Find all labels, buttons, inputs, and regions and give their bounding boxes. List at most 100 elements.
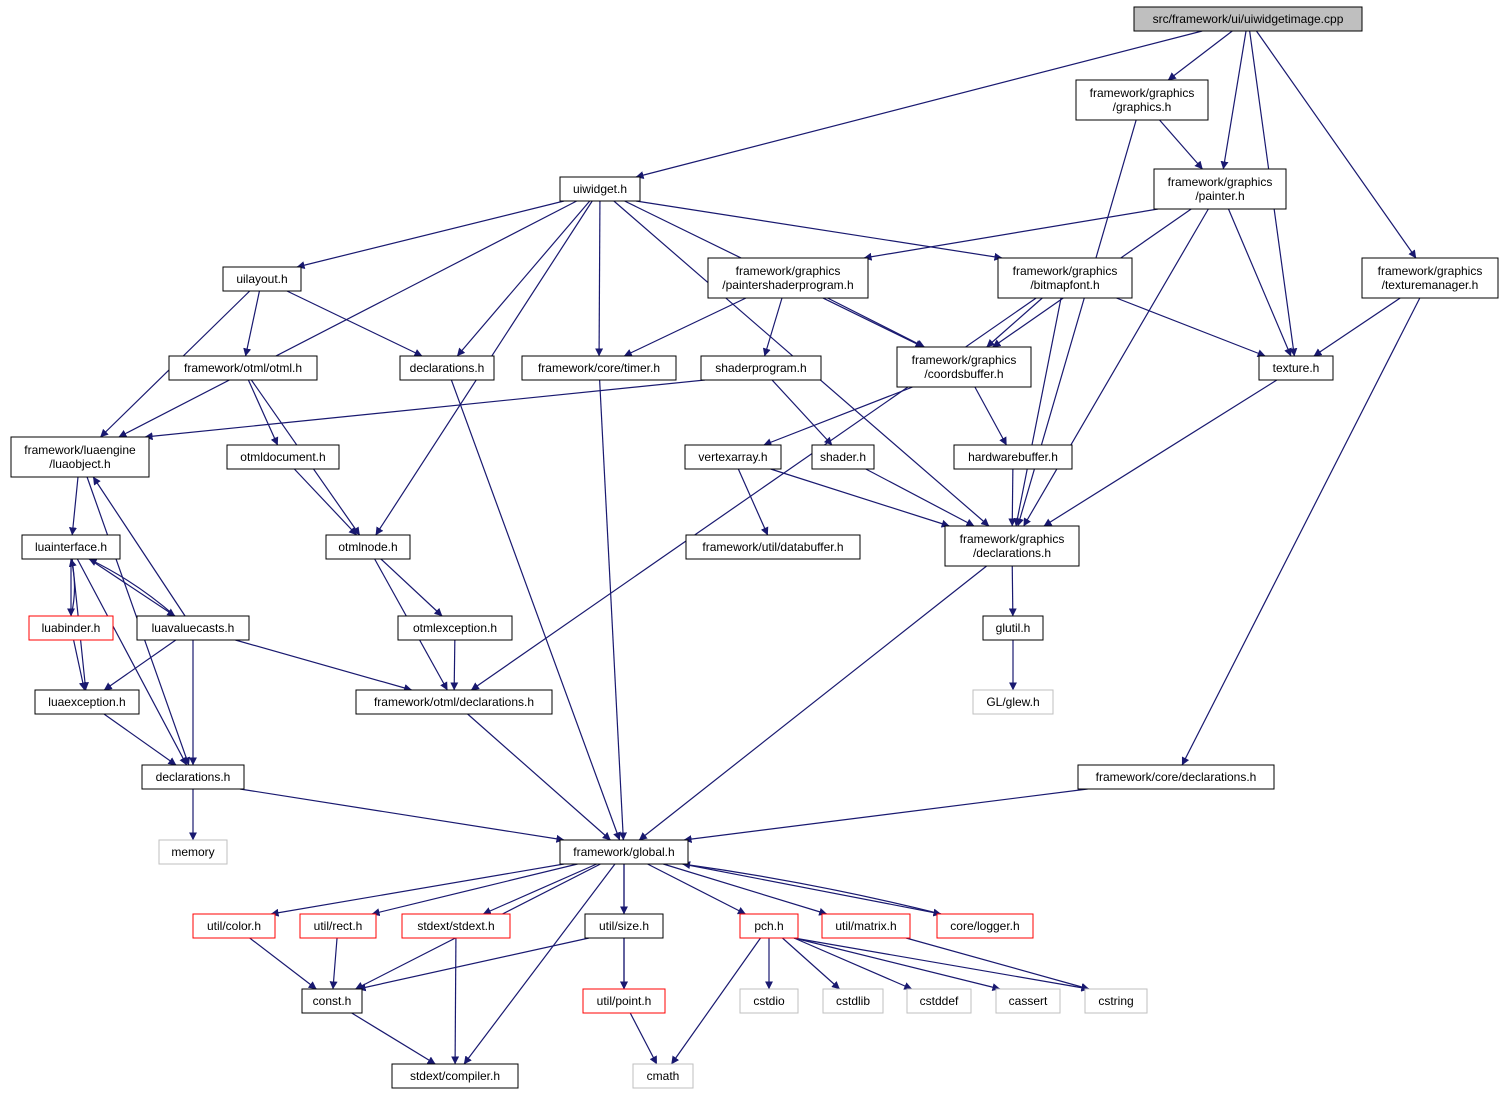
node-box [299, 913, 377, 939]
node-box [222, 266, 302, 292]
node-box [10, 436, 150, 478]
node-color-h[interactable]: util/color.h [192, 913, 276, 939]
node-box [168, 355, 318, 381]
node-luavaluecasts-h[interactable]: luavaluecasts.h [136, 615, 250, 641]
edge-paintershaderprogram_h-to-coordsbuffer_h [827, 297, 925, 348]
node-otml-h[interactable]: framework/otml/otml.h [168, 355, 318, 381]
node-otmldocument-h[interactable]: otmldocument.h [226, 444, 340, 470]
node-label: util/color.h [207, 919, 261, 933]
node-label: uiwidget.h [573, 182, 627, 196]
node-lua-declarations-h[interactable]: declarations.h [141, 764, 245, 790]
node-label: framework/graphics [1013, 264, 1118, 278]
node-texture-h[interactable]: texture.h [1258, 355, 1334, 381]
node-global-h[interactable]: framework/global.h [559, 839, 689, 865]
node-pch-h[interactable]: pch.h [739, 913, 799, 939]
edge-otmlnode_h-to-otmlexception_h [380, 558, 443, 617]
node-const-h[interactable]: const.h [301, 988, 363, 1014]
node-box [944, 525, 1080, 567]
edge-bitmapfont_h-to-texture_h [1116, 297, 1266, 357]
node-label: /graphics.h [1113, 100, 1172, 114]
node-compiler-h[interactable]: stdext/compiler.h [391, 1063, 519, 1089]
node-glutil-h[interactable]: glutil.h [982, 615, 1044, 641]
node-box [559, 839, 689, 865]
edge-global_h-to-compiler_h [463, 863, 616, 1065]
node-shader-h[interactable]: shader.h [811, 444, 875, 470]
edge-otmldocument_h-to-otmlnode_h [293, 468, 358, 536]
edge-shaderprogram_h-to-shader_h [771, 379, 833, 446]
node-cmath: cmath [632, 1063, 694, 1089]
node-hardwarebuffer-h[interactable]: hardwarebuffer.h [953, 444, 1073, 470]
node-point-h[interactable]: util/point.h [582, 988, 666, 1014]
edge-otml_h-to-otmldocument_h [247, 379, 279, 446]
node-graphics-h[interactable]: framework/graphics/graphics.h [1075, 79, 1209, 121]
node-box [739, 913, 799, 939]
node-luabinder-h[interactable]: luabinder.h [28, 615, 114, 641]
node-declarations-ui-h[interactable]: declarations.h [399, 355, 495, 381]
node-otmlnode-h[interactable]: otmlnode.h [325, 534, 411, 560]
node-label: cassert [1009, 994, 1048, 1008]
node-box [821, 913, 911, 939]
node-label: /painter.h [1195, 189, 1244, 203]
node-painter-h[interactable]: framework/graphics/painter.h [1153, 168, 1287, 210]
node-uiwidget-h[interactable]: uiwidget.h [559, 176, 641, 202]
node-label: memory [171, 845, 214, 859]
node-shaderprogram-h[interactable]: shaderprogram.h [700, 355, 822, 381]
node-box [995, 988, 1061, 1014]
node-coordsbuffer-h[interactable]: framework/graphics/coordsbuffer.h [896, 346, 1032, 388]
node-cassert: cassert [995, 988, 1061, 1014]
node-matrix-h[interactable]: util/matrix.h [821, 913, 911, 939]
node-uilayout-h[interactable]: uilayout.h [222, 266, 302, 292]
node-box [391, 1063, 519, 1089]
edge-coordsbuffer_h-to-hardwarebuffer_h [974, 386, 1007, 446]
node-box [972, 689, 1054, 715]
node-rect-h[interactable]: util/rect.h [299, 913, 377, 939]
edge-size_h-to-const_h [357, 937, 590, 992]
node-otmlexception-h[interactable]: otmlexception.h [397, 615, 513, 641]
edge-luavaluecasts_h-to-luaobject_h [92, 476, 186, 617]
node-label: core/logger.h [950, 919, 1019, 933]
node-box [192, 913, 276, 939]
edge-global_h-to-rect_h [371, 863, 578, 917]
node-luaobject-h[interactable]: framework/luaengine/luaobject.h [10, 436, 150, 478]
node-label: cstring [1098, 994, 1133, 1008]
edge-bitmapfont_h-to-gfx_declarations_h [1013, 297, 1062, 527]
node-label: /paintershaderprogram.h [722, 278, 853, 292]
edge-coordsbuffer_h-to-vertexarray_h [763, 386, 913, 446]
node-label: framework/core/timer.h [538, 361, 660, 375]
edge-uilayout_h-to-declarations_ui_h [286, 290, 423, 357]
node-luaexception-h[interactable]: luaexception.h [34, 689, 140, 715]
edge-global_h-to-matrix_h [663, 863, 828, 916]
node-vertexarray-h[interactable]: vertexarray.h [684, 444, 782, 470]
node-gfx-declarations-h[interactable]: framework/graphics/declarations.h [944, 525, 1080, 567]
node-box [34, 689, 140, 715]
node-core-declarations-h[interactable]: framework/core/declarations.h [1077, 764, 1275, 790]
node-label: texture.h [1273, 361, 1320, 375]
edge-otml_declarations_h-to-global_h [467, 713, 611, 841]
node-box [325, 534, 411, 560]
node-box [811, 444, 875, 470]
node-timer-h[interactable]: framework/core/timer.h [521, 355, 677, 381]
node-paintershaderprogram-h[interactable]: framework/graphics/paintershaderprogram.… [707, 257, 869, 299]
edge-texturemanager_h-to-core_declarations_h [1181, 297, 1421, 766]
node-logger-h[interactable]: core/logger.h [936, 913, 1034, 939]
node-size-h[interactable]: util/size.h [584, 913, 664, 939]
node-texturemanager-h[interactable]: framework/graphics/texturemanager.h [1361, 257, 1499, 299]
node-label: framework/graphics [912, 353, 1017, 367]
node-cstddef: cstddef [906, 988, 972, 1014]
node-databuffer-h[interactable]: framework/util/databuffer.h [685, 534, 861, 560]
node-bitmapfont-h[interactable]: framework/graphics/bitmapfont.h [997, 257, 1133, 299]
edge-graphics_h-to-gfx_declarations_h [1016, 119, 1137, 527]
node-label: framework/graphics [960, 532, 1065, 546]
node-otml-declarations-h[interactable]: framework/otml/declarations.h [355, 689, 553, 715]
node-luainterface-h[interactable]: luainterface.h [21, 534, 121, 560]
node-root[interactable]: src/framework/ui/uiwidgetimage.cpp [1133, 6, 1363, 32]
node-box [936, 913, 1034, 939]
edge-vertexarray_h-to-gfx_declarations_h [770, 468, 950, 528]
nodes-layer: src/framework/ui/uiwidgetimage.cpp framew… [10, 6, 1499, 1089]
node-box [1077, 764, 1275, 790]
node-stdext-h[interactable]: stdext/stdext.h [401, 913, 511, 939]
edge-vertexarray_h-to-databuffer_h [737, 468, 769, 536]
node-label: framework/graphics [1378, 264, 1483, 278]
node-box [1153, 168, 1287, 210]
